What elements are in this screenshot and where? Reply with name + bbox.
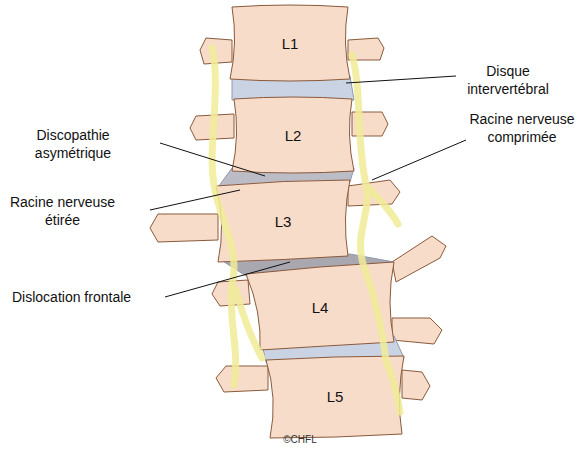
callout-label: Racine nerveuse comprimée bbox=[462, 110, 582, 146]
callout-label: Discopathie asymétrique bbox=[23, 126, 123, 162]
vertebra-label: L3 bbox=[214, 213, 352, 230]
transverse-processes bbox=[150, 38, 446, 400]
vertebra-label: L2 bbox=[230, 127, 356, 144]
vertebra-label: L1 bbox=[228, 35, 352, 52]
nerve-roots bbox=[212, 48, 400, 412]
callout-label: Disque intervertébral bbox=[458, 62, 558, 98]
vertebra-body: L1 bbox=[228, 5, 352, 81]
copyright-note: ©CHFL bbox=[270, 434, 330, 446]
vertebra-label: L5 bbox=[264, 388, 406, 405]
callout-label: Racine nerveuse étirée bbox=[5, 193, 120, 229]
callout-label: Dislocation frontale bbox=[12, 288, 162, 306]
leader-lines bbox=[150, 76, 466, 297]
vertebra-body: L2 bbox=[230, 97, 356, 173]
